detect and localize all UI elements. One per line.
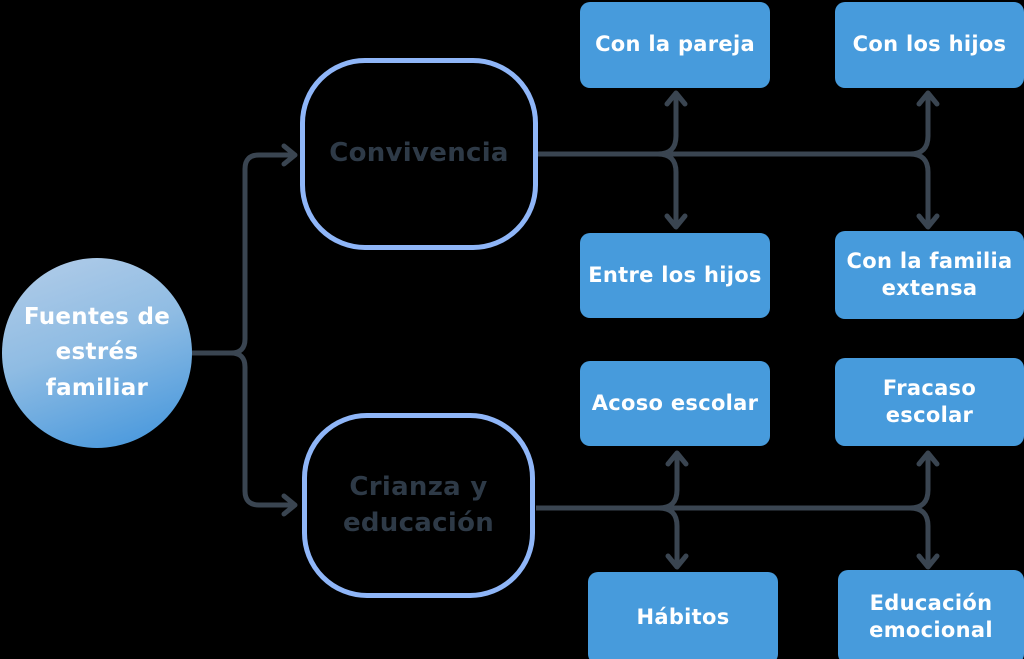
leaf-label: Entre los hijos (588, 262, 762, 287)
leaf-box-con-la-pareja: Con la pareja (580, 2, 770, 88)
leaf-label: Educación emocional (869, 590, 993, 642)
edge-root-to-convivencia (192, 143, 298, 356)
leaf-box-con-la-familia-extensa: Con la familia extensa (835, 231, 1024, 319)
leaf-label: Acoso escolar (591, 390, 759, 415)
leaf-label: Con los hijos (852, 32, 1007, 57)
edge-root-to-crianza (192, 350, 298, 517)
leaf-box-entre-los-hijos: Entre los hijos (580, 233, 770, 318)
root-node-label: Fuentes de estrés familiar (23, 303, 171, 401)
root-node-fuentes-de-estres: Fuentes de estrés familiar (2, 258, 192, 448)
edge-to-fracaso-escolar (909, 450, 940, 511)
leaf-label: Con la pareja (595, 32, 755, 57)
edge-to-acoso-escolar (658, 450, 689, 511)
edge-to-familia-extensa (909, 151, 940, 230)
leaf-label: Fracaso escolar (882, 375, 977, 427)
edge-to-educacion-emocional (909, 505, 940, 570)
edge-to-habitos (658, 505, 689, 570)
leaf-box-acoso-escolar: Acoso escolar (580, 361, 770, 446)
edge-to-con-los-hijos (909, 90, 940, 157)
edge-to-con-la-pareja (657, 90, 688, 157)
leaf-box-habitos: Hábitos (588, 572, 778, 659)
leaf-label: Con la familia extensa (846, 248, 1013, 300)
leaf-box-con-los-hijos: Con los hijos (835, 2, 1024, 88)
leaf-box-fracaso-escolar: Fracaso escolar (835, 358, 1024, 446)
branch-convivencia-label: Convivencia (329, 138, 509, 169)
branch-node-crianza-educacion: Crianza y educación (302, 413, 535, 598)
branch-node-convivencia: Convivencia (300, 58, 538, 250)
leaf-label: Hábitos (636, 605, 730, 630)
leaf-box-educacion-emocional: Educación emocional (838, 570, 1024, 659)
branch-crianza-label: Crianza y educación (342, 472, 495, 538)
edge-to-entre-los-hijos (657, 151, 688, 230)
